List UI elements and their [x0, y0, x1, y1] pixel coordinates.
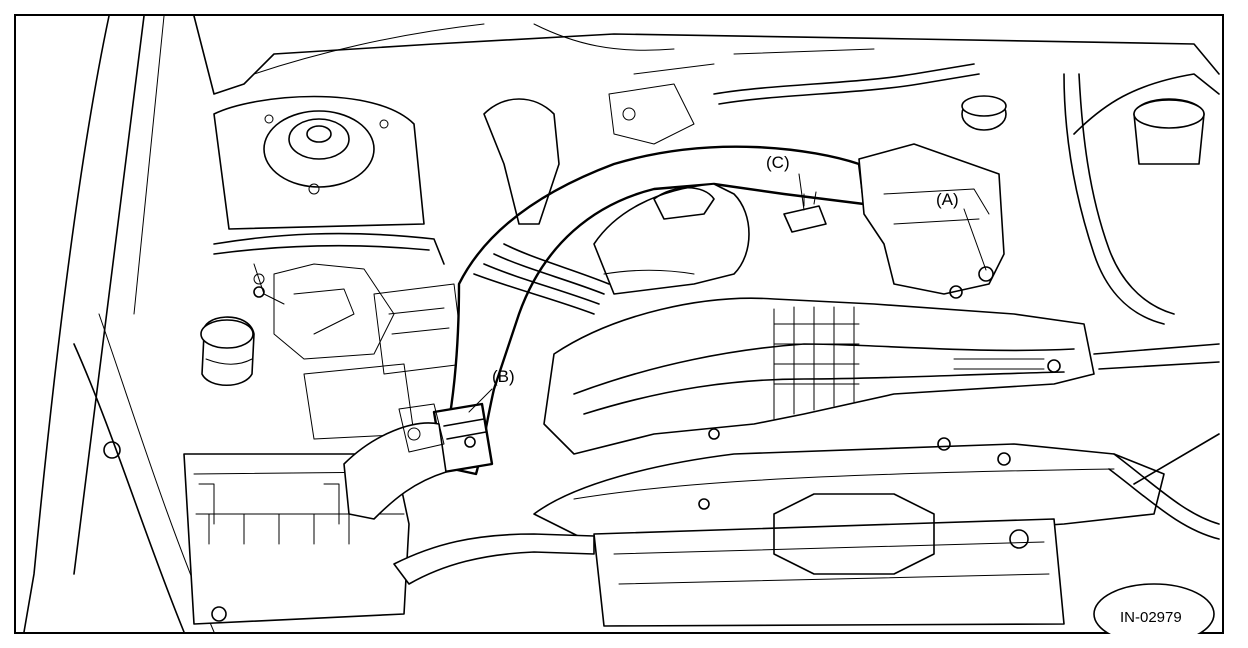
figure-id-label: IN-02979	[1120, 609, 1182, 626]
callout-c-label: (C)	[766, 153, 790, 172]
callout-a-label: (A)	[936, 190, 959, 209]
strut-tower	[213, 95, 425, 230]
intake-hose	[437, 145, 866, 476]
callout-b-label: (B)	[492, 367, 515, 386]
top-center-components	[483, 48, 980, 225]
leader-line-b	[468, 388, 493, 413]
engine-cover-lower	[593, 493, 1065, 627]
resonator-a	[858, 143, 1005, 295]
inlet-hose-lower	[343, 403, 447, 520]
sensor-c	[783, 191, 827, 233]
intake-manifold	[543, 297, 1095, 455]
intake-duct-upper	[593, 183, 750, 295]
left-fender-and-hood	[23, 15, 1220, 633]
brake-lines-left	[213, 232, 445, 360]
bolts	[211, 285, 1061, 622]
reservoir-left	[200, 316, 255, 386]
lower-hose	[393, 533, 595, 585]
leader-line-a	[963, 208, 987, 271]
right-side-components	[961, 73, 1220, 634]
leader-line-c	[798, 173, 805, 211]
engine-bay-illustration: (A) (B) (C) IN-02979	[14, 14, 1224, 634]
engine-bay-drawing: (A) (B) (C) IN-02979	[14, 14, 1224, 634]
